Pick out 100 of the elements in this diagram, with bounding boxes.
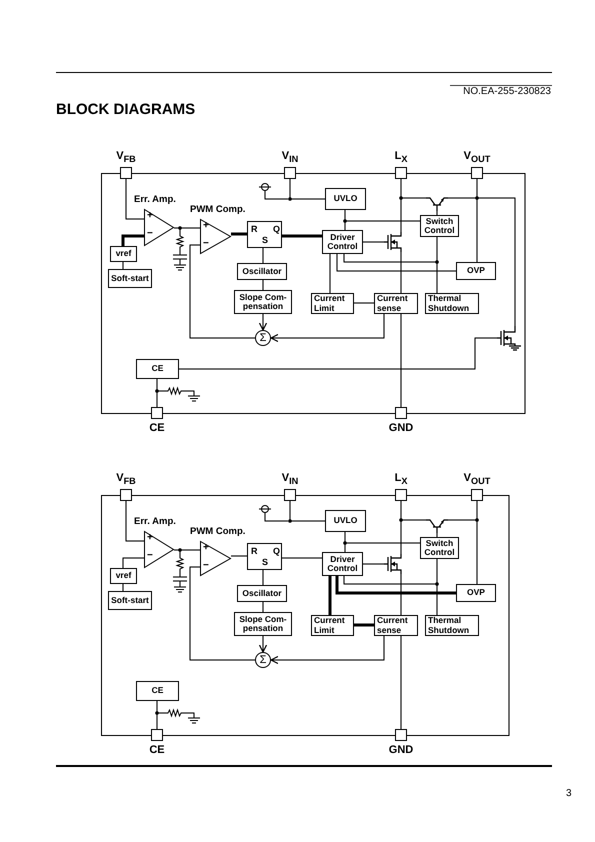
wire [400,636,402,730]
wire [328,576,332,615]
latch-terminal-label: Q [273,224,280,234]
wire [436,210,438,216]
block-label: Thermal Shutdown [428,616,470,635]
block-label: Err. Amp. [134,194,176,205]
block-label: vref [116,571,132,581]
block-box [322,552,363,576]
block-label: Current sense [377,616,409,635]
wire [336,576,456,594]
pin-label: V$_{OUT}$ [464,472,490,486]
wire [400,314,402,408]
arrow [270,636,384,664]
input-sign: − [203,560,209,571]
block-label: CE [152,686,164,696]
block-label: Slope Com- pensation [238,292,288,312]
pin-label: V$_{FB}$ [116,150,136,164]
block-box [322,230,363,254]
block-label: CE [152,364,164,374]
wire [436,532,438,538]
mosfet-symbol [384,554,402,574]
wire [156,700,158,730]
latch-terminal-label: S [262,235,268,245]
wire [126,178,144,220]
pin-label: V$_{FB}$ [116,472,136,486]
input-sign: + [203,220,209,231]
block-label: Slope Com- pensation [238,614,288,634]
block-box [108,591,152,610]
wire [190,566,256,660]
latch-terminal-label: R [251,546,258,556]
sum-symbol: Σ [260,654,266,666]
wire [344,220,420,230]
block-label: Soft-start [111,596,149,606]
arrow [258,314,268,331]
wire [290,500,326,522]
block-label: OVP [467,266,485,276]
wire [122,584,124,592]
pin-label: CE [149,422,165,434]
block-box [374,615,418,636]
wire [400,252,402,294]
wire [354,624,374,626]
block-label: vref [116,249,132,259]
block-label: Current sense [377,294,409,313]
page-title: BLOCK DIAGRAMS [56,101,196,118]
wire [156,378,158,408]
latch-terminal-label: Q [273,546,280,556]
block-label: Driver Control [326,232,359,252]
wire [448,500,478,520]
block-label: UVLO [334,516,358,526]
pin-label: L$_{X}$ [394,472,408,486]
block-box [456,262,496,280]
pin-label: GND [388,744,414,756]
block-label: Err. Amp. [134,516,176,527]
wire [436,236,438,294]
wire [400,178,426,198]
wire [400,500,426,520]
block-box [456,584,496,602]
block-label: Current Limit [314,294,346,313]
latch-box [247,221,282,248]
summing-circle [255,652,271,668]
wire [476,178,516,326]
block-label: UVLO [334,194,358,204]
wire [262,280,264,290]
wire [178,338,498,370]
wire [122,234,144,246]
pin-label: CE [149,744,165,756]
latch-terminal-label: S [262,557,268,567]
wire [190,244,256,338]
block-label: Oscillator [242,588,282,598]
block-box [110,246,137,262]
wire [262,602,264,612]
pin-label: V$_{IN}$ [282,472,298,486]
block-box [234,290,292,314]
document-number: NO.EA-255-230823 [463,86,551,97]
block-label: Thermal Shutdown [428,294,470,313]
input-sign: + [203,542,209,553]
wire [126,500,144,542]
mosfet-symbol [497,326,518,350]
pin-label: V$_{IN}$ [282,150,298,164]
block-box [237,263,287,280]
block-box [136,359,179,379]
wire [262,248,264,264]
block-box [374,293,418,314]
block-label: Switch Control [423,538,456,558]
wire [122,262,124,270]
block-box [311,293,354,314]
block-box [425,615,479,636]
wire [336,254,456,272]
wire [122,558,144,568]
block-label: Driver Control [326,554,359,574]
block-box [425,293,479,314]
sum-symbol: Σ [260,332,266,344]
block-box [325,510,366,532]
wire [354,302,374,304]
block-label: PWM Comp. [190,204,246,215]
wire [282,234,322,238]
wire [400,574,402,616]
arrow [270,314,384,342]
wire [344,542,420,552]
block-box [234,612,292,636]
